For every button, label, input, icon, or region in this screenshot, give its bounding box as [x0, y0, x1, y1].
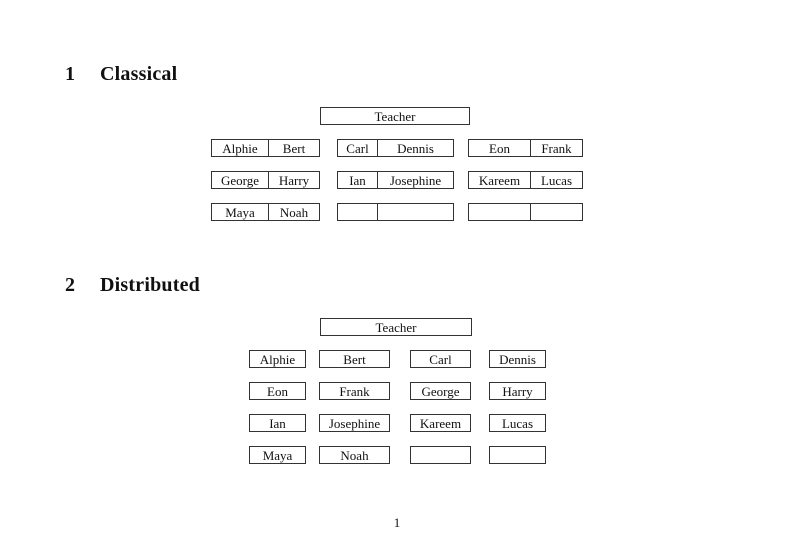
teacher-box: Teacher: [320, 107, 470, 125]
seat-cell: Bert: [282, 140, 306, 156]
section-heading-classical: 1 Classical: [65, 63, 177, 86]
seat-cell: Maya: [212, 204, 269, 220]
seat-box: Bert: [319, 350, 390, 368]
seat-box: Josephine: [319, 414, 390, 432]
seat-box: Maya: [249, 446, 306, 464]
seat-cell: Dennis: [397, 140, 434, 156]
seat-cell: Alphie: [212, 140, 269, 156]
seat-box: Frank: [319, 382, 390, 400]
desk-box: Ian Josephine: [337, 171, 454, 189]
seat-cell: Eon: [469, 140, 531, 156]
section-title: Classical: [100, 63, 178, 85]
seat-box: Kareem: [410, 414, 471, 432]
desk-box: [337, 203, 454, 221]
seat-cell: Carl: [338, 140, 378, 156]
teacher-box: Teacher: [320, 318, 472, 336]
desk-box: Alphie Bert: [211, 139, 320, 157]
seat-cell: Josephine: [389, 172, 442, 188]
desk-box: Kareem Lucas: [468, 171, 583, 189]
seat-box: George: [410, 382, 471, 400]
seat-box: [489, 446, 546, 464]
desk-box: [468, 203, 583, 221]
seat-cell: Noah: [279, 204, 309, 220]
seat-box: Eon: [249, 382, 306, 400]
section-number: 2: [65, 274, 76, 296]
teacher-label: Teacher: [374, 108, 416, 124]
section-number: 1: [65, 63, 76, 85]
desk-box: Carl Dennis: [337, 139, 454, 157]
seat-box: Carl: [410, 350, 471, 368]
seat-box: Lucas: [489, 414, 546, 432]
desk-box: George Harry: [211, 171, 320, 189]
seat-box: [410, 446, 471, 464]
seat-cell: George: [212, 172, 269, 188]
seat-cell: [378, 204, 453, 220]
desk-box: Eon Frank: [468, 139, 583, 157]
seat-cell: [338, 204, 378, 220]
seat-cell: Kareem: [469, 172, 531, 188]
seat-cell: Harry: [278, 172, 310, 188]
page-number: 1: [393, 515, 401, 530]
section-title: Distributed: [100, 274, 200, 296]
seat-box: Ian: [249, 414, 306, 432]
desk-box: Maya Noah: [211, 203, 320, 221]
seat-cell: Lucas: [540, 172, 573, 188]
seat-cell: [531, 204, 582, 220]
seat-box: Harry: [489, 382, 546, 400]
teacher-label: Teacher: [375, 319, 417, 335]
seat-box: Alphie: [249, 350, 306, 368]
seat-cell: Frank: [541, 140, 572, 156]
section-heading-distributed: 2 Distributed: [65, 274, 200, 297]
seat-cell: [469, 204, 531, 220]
seat-box: Dennis: [489, 350, 546, 368]
seat-box: Noah: [319, 446, 390, 464]
seat-cell: Ian: [338, 172, 378, 188]
